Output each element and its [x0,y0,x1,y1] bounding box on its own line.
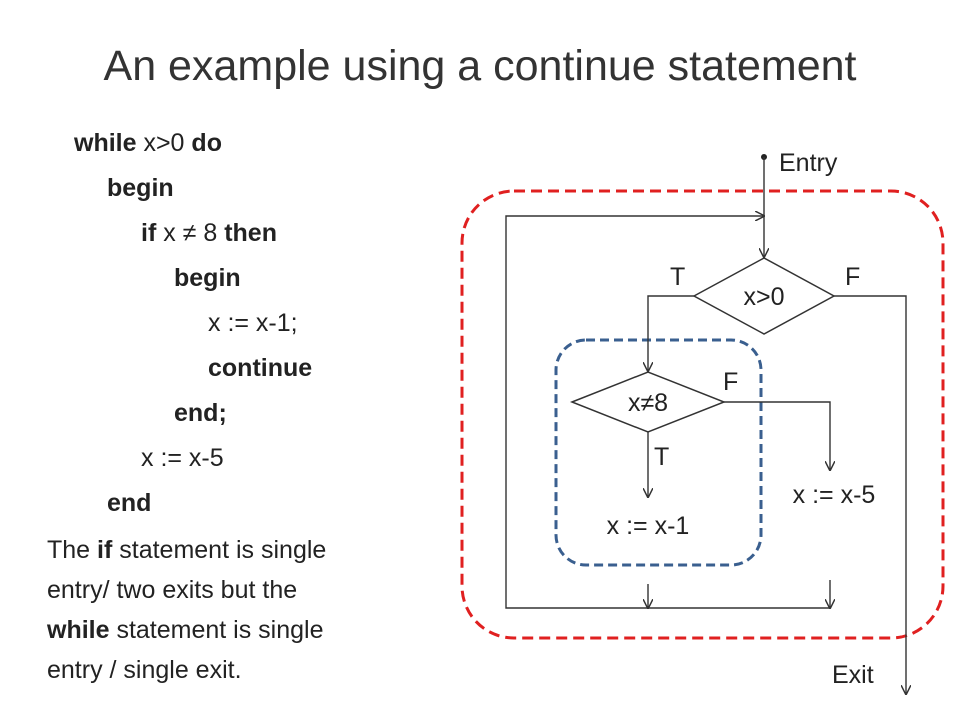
edge-false-to-subtract [724,401,830,470]
keyword-while: while [47,616,110,644]
exit-label: Exit [832,661,874,689]
code-line-continue: continue [208,346,312,391]
keyword-continue: continue [208,354,313,382]
code-line-end-inner: end; [174,391,227,436]
code-line-begin-inner: begin [174,256,241,301]
entry-label: Entry [779,149,838,177]
loop-back-edge [505,216,764,609]
code-line-if: if x ≠ 8 then [141,211,277,256]
assignment-text: x := x-1; [208,309,298,337]
code-line-subtract: x := x-5 [141,436,224,481]
keyword-if: if [141,219,157,247]
keyword-do: do [191,129,222,157]
keyword-while: while [74,129,137,157]
para-line-4: entry / single exit. [47,656,242,684]
if-condition: x ≠ 8 [156,219,225,247]
decision-x-gt-0-true-label: T [670,263,685,291]
explanation-paragraph: The if statement is single entry/ two ex… [47,530,427,690]
outer-region-box [460,189,945,640]
decision-x-gt-0-label: x>0 [743,283,784,311]
code-line-while: while x>0 do [74,121,222,166]
keyword-end: end; [174,399,227,427]
para-text: The [47,536,98,564]
inner-region-box [554,338,763,567]
para-text: statement is single [109,616,324,644]
keyword-then: then [224,219,277,247]
para-line-1: The if statement is single [47,530,427,570]
keyword-end: end [107,489,152,517]
assignment-text: x := x-5 [141,444,224,472]
para-line-2: entry/ two exits but the [47,576,298,604]
decision-x-ne-8-false-label: F [723,368,738,396]
statement-subtract: x := x-5 [793,481,876,509]
while-condition: x>0 [136,129,192,157]
keyword-begin: begin [174,264,241,292]
decision-x-ne-8-true-label: T [654,443,669,471]
decision-x-ne-8-label: x≠8 [628,389,668,417]
keyword-begin: begin [107,174,174,202]
code-line-begin-outer: begin [107,166,174,211]
statement-decrement: x := x-1 [607,512,690,540]
code-line-decrement: x := x-1; [208,301,298,346]
decision-x-gt-0-false-label: F [845,263,860,291]
para-text: statement is single [112,536,327,564]
edge-true-to-x-ne-8 [648,295,694,371]
slide-title: An example using a continue statement [103,42,857,90]
code-line-end-outer: end [107,481,151,526]
edge-false-to-exit [834,295,906,694]
para-line-3: while statement is single [47,610,427,650]
keyword-if: if [97,536,113,564]
